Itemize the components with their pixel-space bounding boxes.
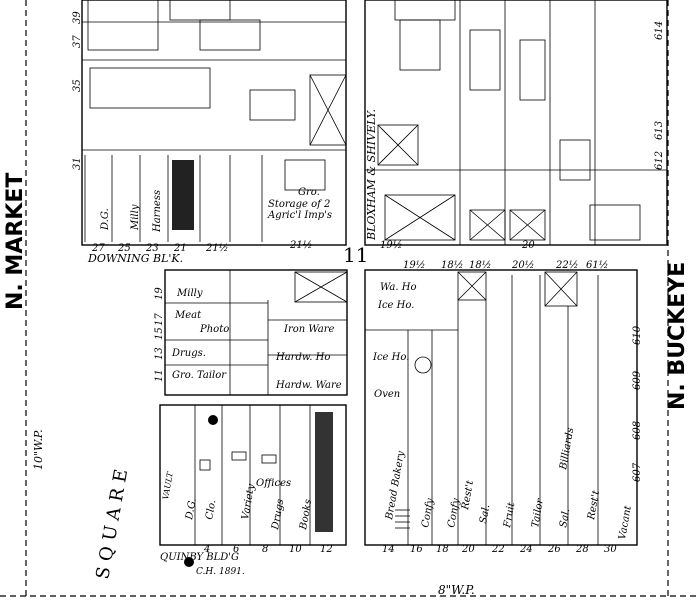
- label-ice-ho: Ice Ho.: [377, 300, 414, 311]
- label-wa-ho: Wa. Ho: [380, 282, 416, 293]
- label-grocery: Gro.: [298, 187, 320, 198]
- block-downing: DOWNING BL'K.: [87, 252, 183, 265]
- lot-upper-mid-2: 20: [521, 240, 535, 251]
- label-sal-2: Sal.: [558, 508, 572, 529]
- lot-left-side-0: 39: [72, 11, 83, 24]
- block-upper-right: [364, 0, 668, 246]
- lot-bottom-11: 26: [547, 544, 561, 555]
- label-oven: Oven: [374, 389, 400, 400]
- lot-left-top-4: 21½: [205, 243, 228, 254]
- block-quinby-year: C.H. 1891.: [196, 567, 245, 577]
- label-iron-ware: Iron Ware: [283, 324, 335, 335]
- lot-middle-2: 18½: [469, 260, 491, 271]
- lot-left-top-0: 27: [91, 243, 105, 254]
- label-milly-1: Milly: [130, 204, 141, 231]
- label-hardw-ho: Hardw. Ho: [275, 352, 330, 363]
- lot-right-side-1: 613: [654, 121, 665, 140]
- label-drugs-1: Drugs.: [171, 348, 206, 359]
- lot-right-side-2: 612: [654, 151, 665, 170]
- lot-upper-mid-0: 21½: [289, 240, 312, 251]
- lot-bottom-6: 16: [410, 544, 423, 555]
- block-middle-right: [315, 269, 638, 546]
- lot-left-side-3: 31: [72, 157, 83, 170]
- lot-right-side-0: 614: [654, 21, 665, 40]
- street-n-market: N. MARKET: [3, 173, 28, 310]
- label-dg-top: D.G.: [100, 208, 111, 231]
- lot-left-side-5: 17: [154, 313, 165, 326]
- label-tailor-shop: Gro. Tailor: [172, 370, 227, 381]
- label-drugs-2: Drugs: [270, 498, 286, 531]
- label-storage: Storage of 2: [268, 199, 330, 210]
- lot-left-side-7: 13: [154, 347, 165, 360]
- lot-bottom-1: 6: [233, 544, 240, 555]
- label-ice-ho-2: Ice Ho.: [372, 352, 409, 363]
- lot-bottom-2: 8: [262, 544, 268, 555]
- street-n-buckeye: N. BUCKEYE: [665, 262, 690, 410]
- label-sal-1: Sal.: [478, 504, 492, 525]
- lot-bottom-10: 24: [519, 544, 533, 555]
- lot-left-top-2: 23: [145, 243, 159, 254]
- lot-bottom-13: 30: [604, 544, 617, 555]
- label-bread-bakery: Bread Bakery: [384, 450, 407, 521]
- block-quinby: QUINBY BLD'G: [160, 552, 239, 563]
- label-vault: VAULT: [161, 471, 175, 501]
- label-vacant: Vacant: [617, 504, 634, 541]
- label-dg-bottom: D.G.: [184, 497, 199, 521]
- water-pipe-left: 10"W.P.: [32, 429, 45, 470]
- lot-left-side-4: 19: [154, 287, 165, 300]
- block-upper-left: [81, 0, 347, 246]
- label-restt-2: Rest't: [586, 489, 602, 522]
- lot-middle-0: 19½: [403, 260, 425, 271]
- water-pipe-bottom: 8"W.P.: [438, 583, 475, 597]
- lot-bottom-3: 10: [289, 544, 302, 555]
- label-meat: Meat: [174, 310, 202, 321]
- block-number: 11: [343, 243, 368, 267]
- label-milly-2: Milly: [176, 288, 203, 299]
- lot-right-side-3: 610: [632, 325, 643, 345]
- lot-middle-3: 20½: [511, 260, 534, 271]
- lot-left-side-1: 37: [72, 35, 83, 48]
- lot-bottom-8: 20: [461, 544, 475, 555]
- label-variety: Variety: [240, 483, 257, 521]
- lot-right-side-5: 608: [632, 421, 643, 440]
- label-confy-2: Confy: [446, 497, 462, 528]
- label-hardw-ware-2: Hardw. Ware: [275, 380, 342, 391]
- street-square: SQUARE: [92, 462, 133, 581]
- label-offices: Offices: [256, 478, 291, 489]
- label-books: Books: [298, 498, 314, 531]
- lot-left-side-6: 15: [154, 327, 165, 340]
- label-fruit: Fruit: [502, 501, 518, 530]
- lot-right-side-6: 607: [632, 462, 643, 482]
- label-clo: Clo.: [204, 499, 218, 520]
- label-confy-1: Confy: [420, 497, 436, 528]
- lot-left-top-1: 25: [117, 243, 131, 254]
- label-harness: Harness: [152, 190, 163, 233]
- lot-bottom-7: 18: [436, 544, 449, 555]
- block-middle-left: [164, 269, 348, 396]
- lot-bottom-9: 22: [491, 544, 505, 555]
- label-billiards: Billiards: [558, 427, 576, 472]
- lot-middle-4: 22½: [555, 260, 578, 271]
- block-lower-left: [159, 404, 347, 567]
- lot-left-top-3: 21: [173, 243, 187, 254]
- lot-bottom-12: 28: [575, 544, 589, 555]
- lot-left-side-2: 35: [72, 79, 83, 92]
- lot-bottom-5: 14: [382, 544, 395, 555]
- lot-numbers: 27 25 23 21 21½ 39 37 35 31 19 17 15 13 …: [72, 11, 665, 555]
- label-tailor: Tailor: [530, 497, 546, 529]
- lot-middle-1: 18½: [441, 260, 463, 271]
- lot-middle-5: 61½: [586, 260, 608, 271]
- block-bloxham: BLOXHAM & SHIVELY.: [365, 109, 378, 241]
- label-photo: Photo: [199, 324, 229, 335]
- label-restt-1: Rest't: [460, 479, 476, 512]
- lot-left-side-8: 11: [154, 369, 165, 382]
- lot-bottom-0: 4: [203, 544, 210, 555]
- lot-upper-mid-1: 19½: [380, 240, 402, 251]
- lot-right-side-4: 609: [632, 370, 643, 390]
- lot-bottom-4: 12: [320, 544, 333, 555]
- label-agric: Agric'l Imp's: [267, 210, 332, 221]
